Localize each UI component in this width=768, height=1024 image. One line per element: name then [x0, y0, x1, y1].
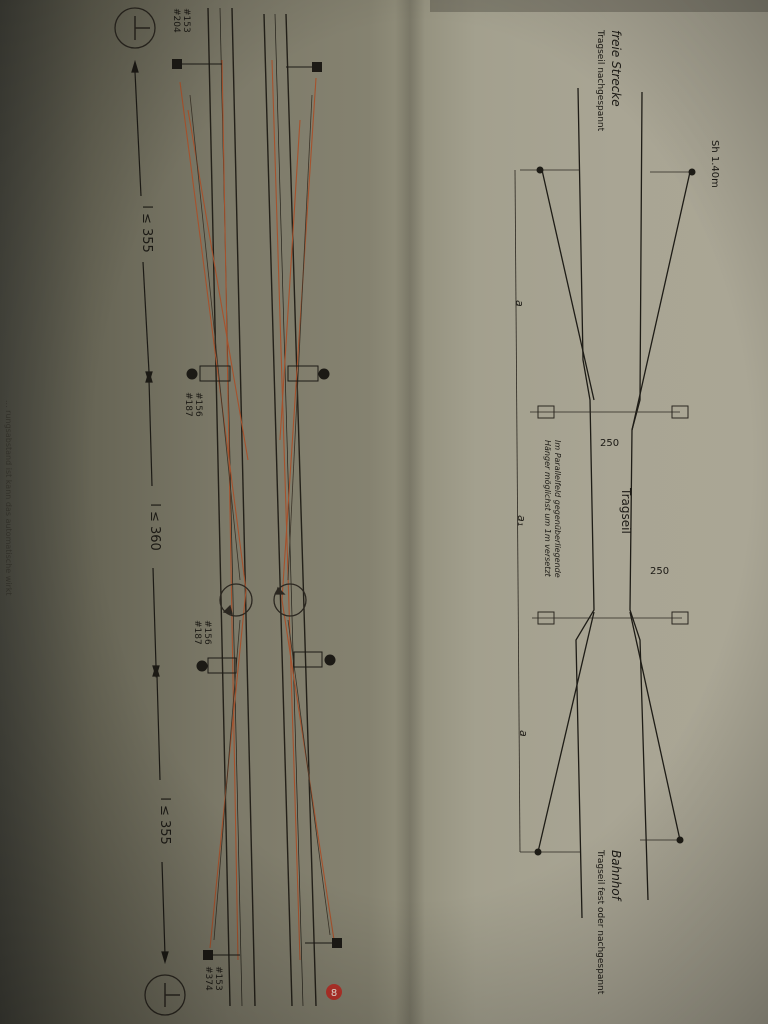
mast-number-mid-2: #187	[183, 392, 193, 417]
span-label-2: l ≤ 360	[147, 503, 162, 551]
mast-top-right	[312, 62, 322, 72]
mast-bottom-left	[203, 950, 213, 960]
mast-number-mid-3: #156	[202, 620, 212, 645]
section-station-sub: Tragseil fest oder nachgespannt	[595, 849, 605, 995]
right-overlap-plan: freie Strecke Tragseil nachgespannt Bahn…	[513, 29, 720, 995]
span-a1-label: a₁	[515, 515, 528, 526]
span-label-3: l ≤ 355	[157, 797, 172, 845]
sheet-marker-badge	[326, 984, 342, 1000]
mast-top-left	[172, 59, 182, 69]
sheet-marker-number: 8	[331, 988, 337, 999]
left-track-plan: l ≤ 355 l ≤ 360 l ≤ 355 #153 #204 #156 #…	[4, 7, 342, 1016]
mast-distance-label: Sh 1.40m	[709, 140, 720, 188]
end-masts	[172, 59, 342, 960]
mast-number-mid-1: #156	[193, 392, 203, 417]
section-station: Bahnhof	[609, 850, 623, 902]
section-open-line-sub: Tragseil nachgespannt	[595, 29, 605, 132]
span-dimensions	[131, 59, 169, 965]
insulators	[537, 405, 689, 625]
offset-label-2: 250	[650, 566, 669, 577]
section-insulators	[219, 583, 307, 617]
contact-wires	[179, 59, 335, 961]
compass-markers	[114, 7, 186, 1016]
page-top-edge	[430, 0, 768, 12]
note-line-2: Hänger möglichst um 1m versetzt	[543, 440, 552, 578]
book-spine	[395, 0, 425, 1024]
marker-bottom	[144, 974, 186, 1016]
mast-number-top-2: #204	[171, 8, 181, 33]
mast-number-top-1: #153	[181, 8, 191, 33]
span-a-label-2: a	[517, 730, 530, 737]
section-open-line: freie Strecke	[609, 30, 623, 107]
mast-number-mid-4: #187	[192, 620, 202, 645]
page-footer-text: ... rungsabstand ist kann das automatisc…	[4, 400, 13, 596]
marker-top	[114, 7, 156, 49]
carrier-label: Tragseil	[619, 487, 633, 534]
mast-number-bottom-2: #374	[203, 966, 213, 991]
span-label-1: l ≤ 355	[139, 205, 154, 253]
note-line-1: Im Parallelfeld gegenüberliegende	[553, 440, 562, 578]
mast-number-bottom-1: #153	[213, 966, 223, 991]
overlap-wires	[537, 87, 691, 919]
intermediate-masts	[186, 365, 336, 674]
span-a-label-1: a	[513, 300, 526, 307]
mast-bottom-right	[332, 938, 342, 948]
offset-label-1: 250	[600, 438, 619, 449]
